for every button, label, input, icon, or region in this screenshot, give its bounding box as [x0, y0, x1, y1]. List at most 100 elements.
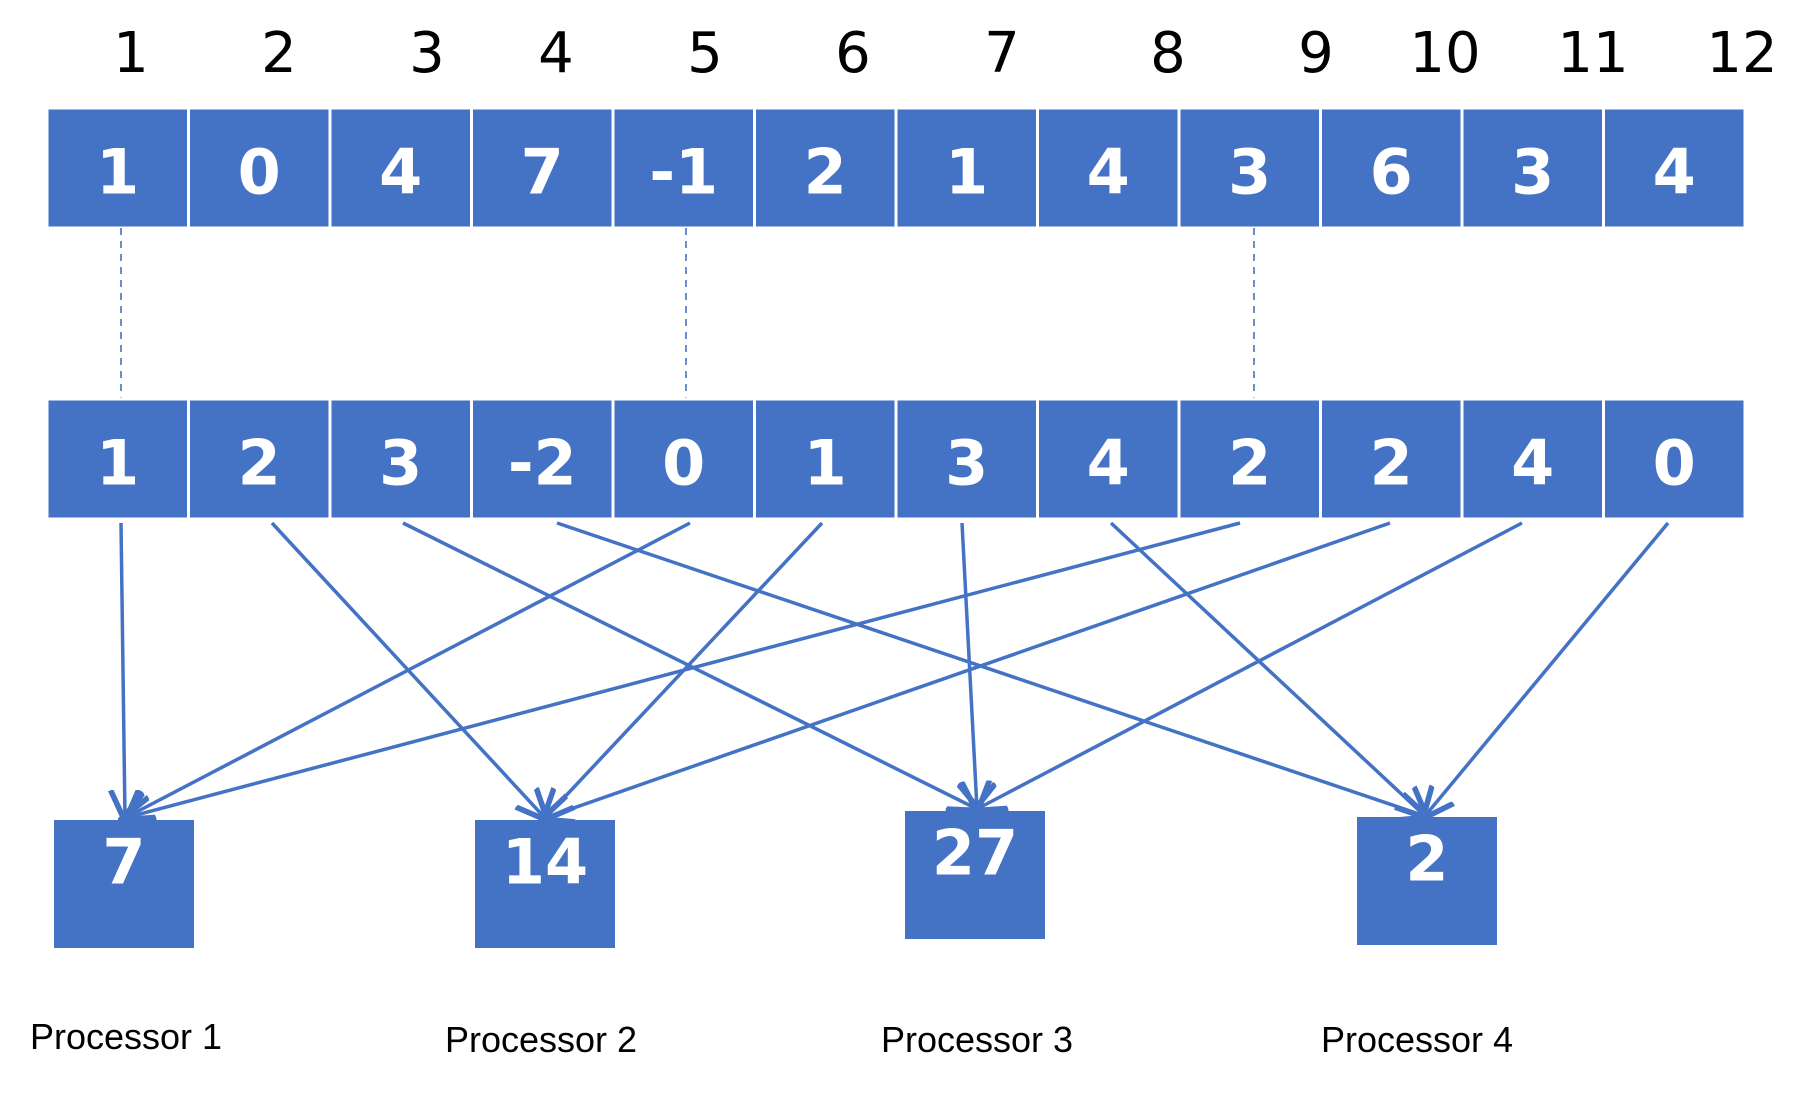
bottom-cell-box [894, 397, 1039, 521]
assignment-arrow [962, 522, 977, 809]
bottom-cell-value: 0 [1653, 427, 1696, 500]
assignment-arrow [121, 522, 125, 818]
bottom-cell-box [611, 397, 756, 521]
bottom-cell: 4 [1036, 397, 1181, 521]
bottom-cell-value: 3 [945, 427, 988, 500]
bottom-cell-box [753, 397, 898, 521]
top-cell-value: 6 [1370, 136, 1413, 209]
index-label: 11 [1557, 21, 1628, 86]
bottom-cell: 4 [1460, 397, 1605, 521]
top-cell: 1 [894, 106, 1039, 230]
bottom-cell-box [1177, 397, 1322, 521]
top-cell: 3 [1177, 106, 1322, 230]
top-cell-value: 0 [238, 136, 281, 209]
processor-label: Processor 3 [881, 1019, 1073, 1060]
bottom-cell-value: 2 [238, 427, 281, 500]
top-cell-value: 4 [1653, 136, 1696, 209]
index-label: 3 [409, 21, 445, 86]
top-cell-box [611, 106, 756, 230]
bottom-cell-box [328, 397, 473, 521]
bottom-cell-value: 1 [96, 427, 139, 500]
bottom-cell-box [187, 397, 332, 521]
index-label: 5 [687, 21, 723, 86]
processor-sum: 2 [1405, 823, 1448, 896]
assignment-arrows [121, 521, 1670, 818]
top-cell-value: 4 [379, 136, 422, 209]
top-cell-box [894, 106, 1039, 230]
top-cell-box [1177, 106, 1322, 230]
top-cell-value: 3 [1228, 136, 1271, 209]
top-cell: 4 [1036, 106, 1181, 230]
index-label: 2 [261, 21, 297, 86]
processor-sum: 14 [502, 826, 588, 899]
index-label: 6 [835, 21, 871, 86]
processor-label: Processor 2 [445, 1019, 637, 1060]
top-cell-value: 1 [96, 136, 139, 209]
top-cell-box [328, 106, 473, 230]
bottom-cell: 3 [894, 397, 1039, 521]
bottom-cell-value: 4 [1087, 427, 1130, 500]
processor-sum-box [475, 820, 615, 948]
index-label: 4 [538, 21, 574, 86]
assignment-arrow [1109, 521, 1425, 816]
bottom-cell-value: 0 [662, 427, 705, 500]
top-cell: 2 [753, 106, 898, 230]
top-cell-value: 3 [1511, 136, 1554, 209]
processor-label: Processor 1 [30, 1016, 222, 1057]
top-cell-box [187, 106, 332, 230]
bottom-cell-box [45, 397, 190, 521]
assignment-arrow [125, 521, 691, 818]
processor-sum-box [905, 811, 1045, 939]
bottom-cell-box [1460, 397, 1605, 521]
bottom-cell-value: 1 [804, 427, 847, 500]
processor-sum-box [1357, 817, 1497, 945]
top-cell-value: 2 [804, 136, 847, 209]
bottom-cell: 2 [1319, 397, 1464, 521]
assignment-arrow [545, 521, 1391, 818]
bottom-cell-box [470, 397, 615, 521]
index-label: 1 [113, 21, 149, 86]
index-label: 9 [1298, 21, 1334, 86]
top-cell: 0 [187, 106, 332, 230]
top-cell-box [1036, 106, 1181, 230]
top-cell: -1 [611, 106, 756, 230]
bottom-cell: 1 [45, 397, 190, 521]
bottom-cell: 2 [187, 397, 332, 521]
top-cell: 1 [45, 106, 190, 230]
top-cell: 4 [1602, 106, 1747, 230]
bottom-cell: 0 [611, 397, 756, 521]
processor-label: Processor 4 [1321, 1019, 1513, 1060]
bottom-cell: 3 [328, 397, 473, 521]
top-cell-box [45, 106, 190, 230]
bottom-cell-box [1036, 397, 1181, 521]
top-cell: 7 [470, 106, 615, 230]
bottom-cell-value: 2 [1370, 427, 1413, 500]
bottom-cell-value: -2 [508, 427, 577, 500]
top-cell-value: 1 [945, 136, 988, 209]
bottom-cell-box [1602, 397, 1747, 521]
top-cell-box [1602, 106, 1747, 230]
top-cell: 3 [1460, 106, 1605, 230]
assignment-arrow [1425, 521, 1670, 816]
dashed-links [120, 228, 1255, 399]
assignment-arrow [125, 521, 1241, 818]
top-cell: 6 [1319, 106, 1464, 230]
top-cell-box [1319, 106, 1464, 230]
bottom-cell: 1 [753, 397, 898, 521]
bottom-cell: -2 [470, 397, 615, 521]
index-label: 8 [1150, 21, 1186, 86]
top-cell-value: -1 [649, 136, 718, 209]
assignment-arrow [556, 521, 1425, 816]
assignment-arrow [977, 521, 1523, 809]
bottom-cell-value: 4 [1511, 427, 1554, 500]
processor-sum: 27 [932, 817, 1018, 890]
top-cell: 4 [328, 106, 473, 230]
bottom-cell: 0 [1602, 397, 1747, 521]
top-cell-box [753, 106, 898, 230]
